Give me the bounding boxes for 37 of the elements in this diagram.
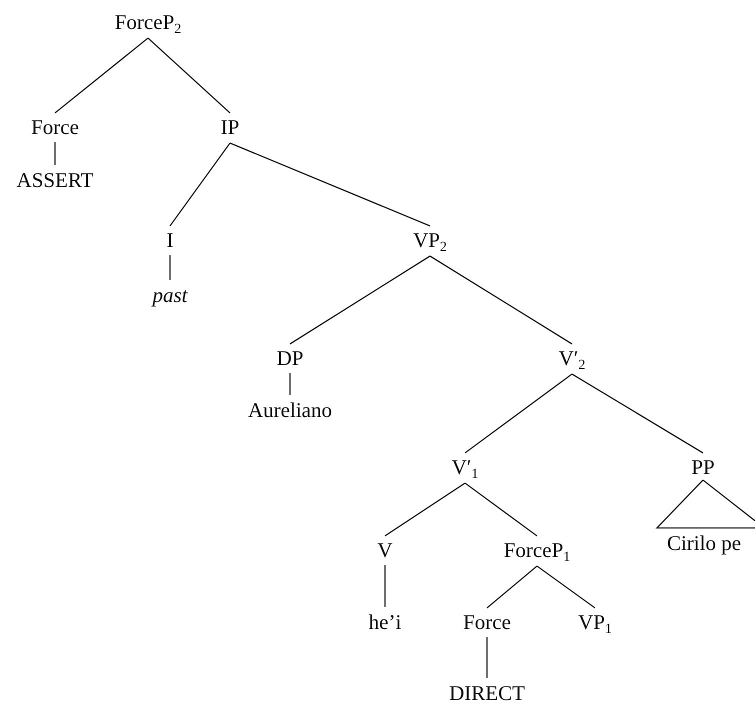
tree-node-label: he’i [368, 610, 402, 634]
tree-node-label: V [377, 538, 393, 562]
tree-branch [230, 142, 430, 226]
tree-branch [54, 38, 148, 114]
tree-branch [169, 255, 171, 280]
tree-branch [486, 566, 538, 608]
tree-branch [430, 256, 572, 344]
tree-branch [464, 374, 572, 454]
tree-node-label: DIRECT [449, 680, 525, 706]
tree-branch [384, 565, 386, 607]
tree-branch [289, 373, 291, 395]
tree-node-label: PP [691, 454, 715, 480]
tree-node-label: DP [276, 346, 304, 370]
tree-branch [170, 142, 230, 226]
tree-node-label: ForceP$_{1}$ [504, 538, 570, 562]
tree-node-label: Force [463, 610, 511, 634]
tree-node-label: Aureliano [248, 398, 332, 422]
tree-branch [464, 482, 538, 536]
tree-node-label: V′$_{1}$ [452, 454, 478, 480]
triangle-edge [656, 479, 756, 529]
tree-node-label: I [166, 228, 174, 252]
tree-branch [54, 142, 56, 165]
tree-branch [148, 38, 230, 114]
tree-node-label: Force [31, 114, 79, 140]
tree-node-label: ForceP$_{2}$ [114, 10, 182, 34]
tree-branch [572, 374, 704, 454]
tree-branch [536, 566, 596, 608]
tree-node-label: Cirilo pe [666, 530, 742, 556]
tree-branch [384, 482, 466, 536]
tree-node-label: ASSERT [16, 168, 94, 192]
tree-node-label: V′$_{2}$ [558, 346, 586, 370]
tree-node-label: past [152, 282, 188, 308]
tree-node-label: IP [220, 114, 240, 140]
tree-branch [486, 637, 488, 678]
tree-node-label: VP$_{2}$ [413, 228, 447, 252]
tree-node-label: VP$_{1}$ [578, 610, 612, 634]
tree-branch [290, 256, 430, 344]
